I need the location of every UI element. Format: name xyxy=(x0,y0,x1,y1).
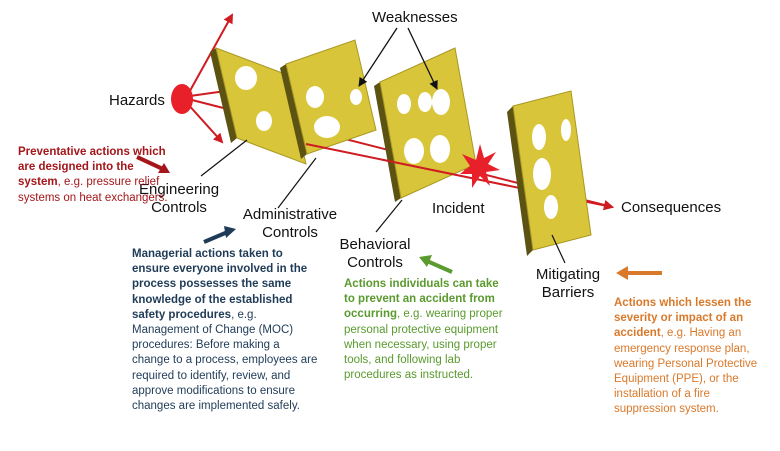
hole xyxy=(350,89,362,105)
ray-down xyxy=(185,101,224,144)
consequences-label: Consequences xyxy=(621,199,722,216)
individual-arrow xyxy=(426,259,453,274)
hazards-label: Hazards xyxy=(109,92,165,109)
hole xyxy=(544,195,558,219)
hole xyxy=(432,89,450,115)
incident-label: Incident xyxy=(432,200,485,217)
slice-mitigating xyxy=(507,90,592,256)
preventative-note: Preventative actions which are designed … xyxy=(18,146,168,204)
hole xyxy=(404,138,424,164)
engineering-controls-label: Engineering Controls xyxy=(138,181,220,216)
weaknesses-label: Weaknesses xyxy=(372,9,458,26)
ray-exit xyxy=(591,200,614,210)
ray-up xyxy=(185,13,233,99)
mitigating-barriers-label: Mitigating Barriers xyxy=(535,266,601,301)
hole xyxy=(418,92,432,112)
hole xyxy=(533,158,551,190)
managerial-note: Managerial actions taken to ensure every… xyxy=(132,248,318,413)
hole xyxy=(532,124,546,150)
preventative-arrow xyxy=(136,155,166,172)
hole xyxy=(430,135,450,163)
hole xyxy=(235,66,257,90)
slice-administrative xyxy=(280,39,377,159)
hole xyxy=(306,86,324,108)
label-pointers xyxy=(200,139,566,264)
behavioral-controls-label: Behavioral Controls xyxy=(339,236,411,271)
hole xyxy=(314,116,340,138)
slice-behavioral xyxy=(374,47,477,202)
hole xyxy=(256,111,272,131)
note-arrows xyxy=(136,155,662,280)
lessen-note: Actions which lessen the severity or imp… xyxy=(614,297,758,416)
incident-burst xyxy=(460,144,500,188)
hazard-source xyxy=(171,84,193,114)
hole xyxy=(561,119,571,141)
individual-note: Actions individuals can take to prevent … xyxy=(344,278,503,382)
weakness-pointers xyxy=(358,27,438,90)
hole xyxy=(397,94,411,114)
administrative-controls-label: Administrative Controls xyxy=(242,206,338,241)
